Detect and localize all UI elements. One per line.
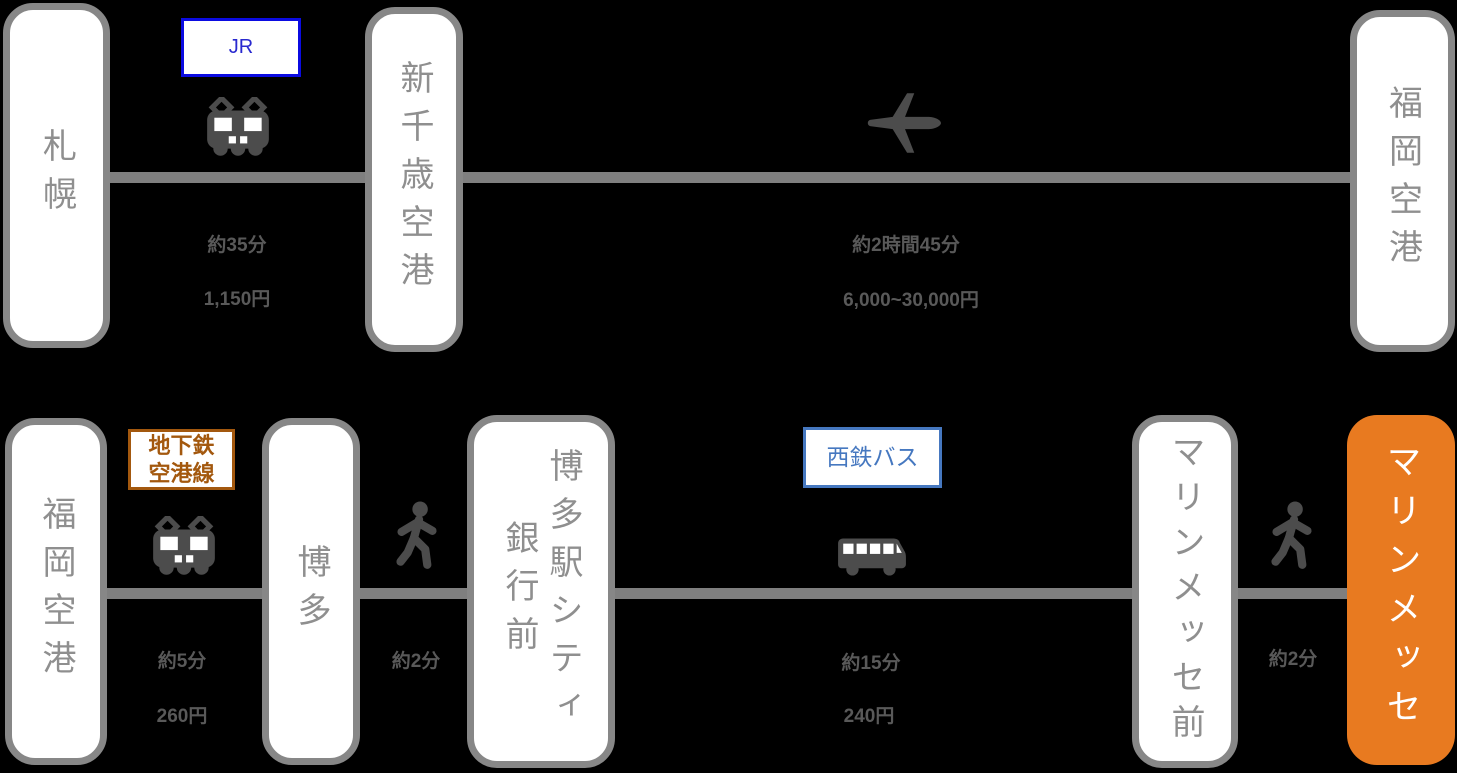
bottom-route-line bbox=[103, 588, 1351, 599]
train-segment-fare: 1,150円 bbox=[203, 289, 271, 310]
flight-segment-time: 約2時間45分 bbox=[852, 235, 960, 256]
station-name: 札幌 bbox=[37, 127, 76, 224]
airplane-icon bbox=[866, 86, 942, 160]
bus-segment-fare: 240円 bbox=[843, 706, 895, 727]
train-icon bbox=[202, 97, 274, 159]
station-hakata: 博多 bbox=[262, 418, 360, 765]
station-hakata-eki-city-ginkomae: 博多駅シティ 銀行前 bbox=[467, 415, 615, 768]
station-fukuoka-airport-top: 福岡空港 bbox=[1350, 10, 1455, 352]
walk1-segment-time: 約2分 bbox=[391, 651, 441, 672]
walk2-segment-time: 約2分 bbox=[1268, 649, 1318, 670]
subway-train-icon bbox=[148, 516, 220, 578]
subway-segment-time: 約5分 bbox=[157, 651, 207, 672]
bus-segment-time: 約15分 bbox=[841, 653, 901, 674]
walk-icon bbox=[1268, 501, 1316, 573]
station-name-column2: 銀行前 bbox=[500, 519, 538, 664]
station-marine-messe-destination: マリンメッセ bbox=[1347, 415, 1455, 765]
flight-segment-fare: 6,000~30,000円 bbox=[843, 290, 979, 311]
station-name: 福岡空港 bbox=[37, 495, 75, 688]
jr-line-label-text: JR bbox=[228, 36, 254, 58]
subway-label-line1: 地下鉄 bbox=[148, 433, 215, 458]
station-name-column1: 博多駅シティ bbox=[544, 447, 582, 736]
train-segment-time: 約35分 bbox=[207, 235, 267, 256]
station-marine-messe-mae: マリンメッセ前 bbox=[1132, 415, 1238, 768]
station-sapporo: 札幌 bbox=[3, 3, 110, 348]
station-name: 福岡空港 bbox=[1383, 85, 1422, 277]
subway-label-line2: 空港線 bbox=[148, 460, 215, 486]
subway-segment-fare: 260円 bbox=[156, 706, 208, 727]
jr-line-label: JR bbox=[181, 18, 301, 77]
station-name: マリンメッセ bbox=[1381, 443, 1421, 737]
nishitetsu-bus-label-text: 西鉄バス bbox=[826, 444, 919, 471]
top-route-line bbox=[106, 172, 1354, 183]
station-name: マリンメッセ前 bbox=[1166, 434, 1204, 749]
station-name: 博多 bbox=[292, 543, 330, 640]
station-name: 新千歳空港 bbox=[395, 59, 433, 300]
subway-airport-line-label: 地下鉄 空港線 bbox=[128, 429, 235, 490]
station-fukuoka-airport-bottom: 福岡空港 bbox=[5, 418, 107, 765]
bus-icon bbox=[835, 536, 909, 578]
nishitetsu-bus-label: 西鉄バス bbox=[803, 427, 942, 488]
station-shin-chitose-airport: 新千歳空港 bbox=[365, 7, 463, 352]
walk-icon bbox=[393, 501, 441, 573]
